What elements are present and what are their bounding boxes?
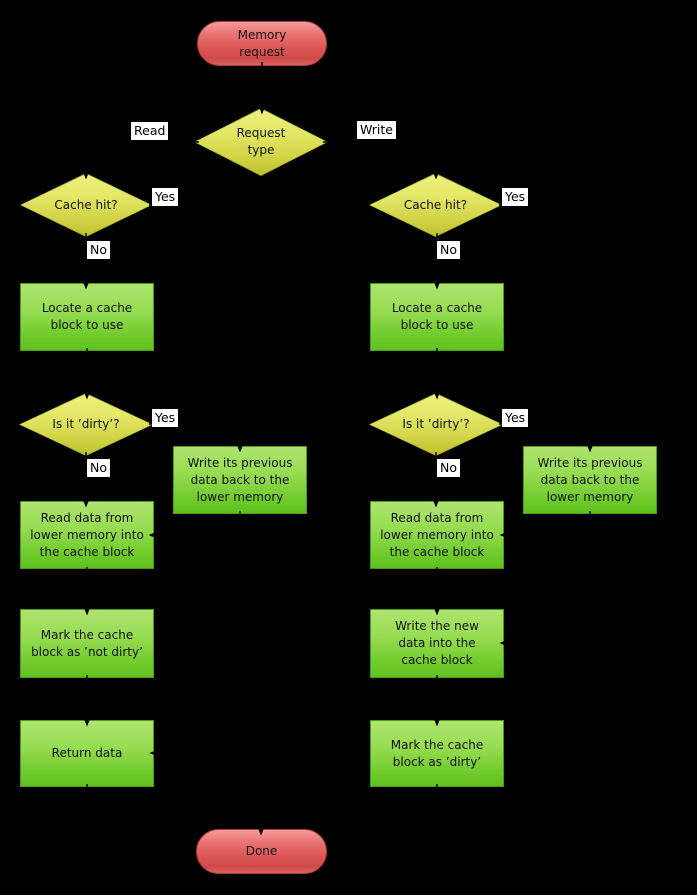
- edge-label-no-cache-write: No: [437, 241, 460, 259]
- node-is-dirty-read: Is it ’dirty’?: [19, 393, 153, 456]
- node-done-label: Done: [245, 844, 278, 858]
- node-mark-not-dirty-label: Mark the cache block as ’not dirty’: [31, 627, 143, 659]
- node-mark-not-dirty: Mark the cache block as ’not dirty’: [20, 609, 154, 678]
- edge-label-yes-cache-read: Yes: [152, 188, 179, 206]
- node-cache-hit-write-label: Cache hit?: [403, 197, 468, 212]
- node-read-into-block-read-label: Read data from lower memory into the cac…: [30, 510, 144, 559]
- node-memory-request: Memory request: [197, 21, 327, 66]
- node-read-into-block-write: Read data from lower memory into the cac…: [370, 501, 504, 569]
- node-is-dirty-write: Is it ’dirty’?: [369, 393, 503, 456]
- edge-label-yes-dirty-read: Yes: [152, 409, 179, 427]
- edge-label-yes-cache-write: Yes: [502, 188, 529, 206]
- edge-write-back-write-return: [499, 511, 591, 539]
- node-write-back-write: Write its previous data back to the lowe…: [523, 446, 657, 514]
- edge-label-read: Read: [131, 122, 169, 140]
- edge-label-no-dirty-read: No: [87, 459, 110, 477]
- node-is-dirty-read-label: Is it ’dirty’?: [52, 417, 120, 431]
- edge-label-no-cache-read: No: [87, 241, 110, 259]
- edge-mark-dirty-to-done: [257, 784, 438, 836]
- edge-label-yes-dirty-write: Yes: [502, 409, 529, 427]
- node-write-back-read: Write its previous data back to the lowe…: [173, 446, 307, 514]
- node-cache-hit-write: Cache hit?: [369, 173, 502, 237]
- node-return-data-label: Return data: [51, 746, 123, 760]
- node-locate-block-read: Locate a cache block to use: [20, 283, 154, 351]
- node-locate-block-write: Locate a cache block to use: [370, 283, 504, 351]
- node-write-back-write-label: Write its previous data back to the lowe…: [537, 455, 643, 504]
- node-is-dirty-write-label: Is it ’dirty’?: [402, 417, 470, 431]
- edge-return-to-done: [86, 784, 265, 836]
- node-read-into-block-read: Read data from lower memory into the cac…: [20, 501, 154, 569]
- node-memory-request-label: Memory request: [237, 27, 287, 59]
- node-cache-hit-read: Cache hit?: [20, 173, 152, 237]
- node-cache-hit-read-label: Cache hit?: [54, 197, 118, 212]
- node-mark-dirty: Mark the cache block as ’dirty’: [370, 720, 504, 787]
- node-write-new-data-label: Write the new data into the cache block: [395, 619, 479, 667]
- node-request-type-label: Request type: [236, 126, 286, 157]
- edge-label-write: Write: [357, 121, 397, 139]
- node-locate-block-write-label: Locate a cache block to use: [391, 301, 483, 332]
- node-mark-dirty-label: Mark the cache block as ’dirty’: [390, 737, 484, 769]
- edge-write-back-read-return: [148, 511, 241, 539]
- node-done: Done: [196, 829, 327, 874]
- node-write-back-read-label: Write its previous data back to the lowe…: [187, 455, 293, 504]
- node-return-data: Return data: [20, 720, 154, 787]
- node-request-type: Request type: [194, 108, 328, 176]
- node-write-new-data: Write the new data into the cache block: [370, 609, 504, 678]
- node-read-into-block-write-label: Read data from lower memory into the cac…: [380, 510, 494, 559]
- edge-label-no-dirty-write: No: [437, 459, 460, 477]
- node-locate-block-read-label: Locate a cache block to use: [41, 301, 133, 332]
